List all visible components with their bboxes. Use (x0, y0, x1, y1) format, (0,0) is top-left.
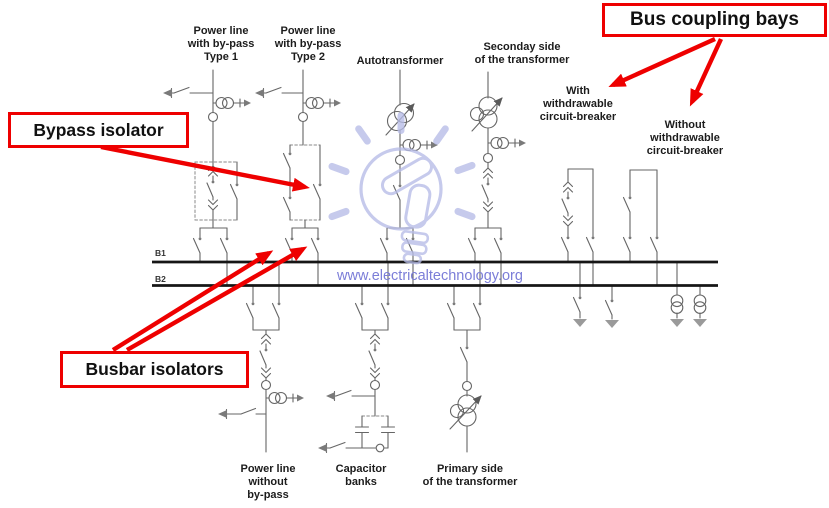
label-powerline-bypass-type2: Power line with by-pass Type 2 (274, 25, 342, 63)
label-busbar-b1: B1 (155, 248, 166, 258)
busbar-isolator-icon (284, 236, 294, 254)
bay-powerline-bypass-type2 (254, 69, 342, 287)
bulb-rays-icon (328, 112, 476, 221)
label-secondary-side: Seconday side of the transformer (474, 41, 570, 66)
circuit-breaker-icon (259, 333, 272, 379)
busbar-isolator-icon (472, 301, 482, 319)
current-transformer-icon (265, 391, 305, 405)
bus-voltage-transformers (669, 261, 708, 328)
busbar-isolator-icon (493, 236, 503, 254)
watermark-url: www.electricaltechnology.org (337, 268, 523, 284)
bay-coupling-with-withdrawable-cb (560, 168, 595, 287)
callout-busbar-isolators: Busbar isolators (60, 351, 249, 388)
label-powerline-bypass-type1: Power line with by-pass Type 1 (187, 25, 255, 63)
circuit-breaker-icon (368, 333, 381, 379)
busbar-isolator-icon (219, 236, 229, 254)
bay-powerline-without-bypass (217, 261, 305, 453)
tap-changer-arrow-icon (471, 97, 503, 132)
earth-icon (669, 318, 685, 328)
current-transformer-icon (212, 96, 252, 110)
watermark-bulb-icon (328, 112, 476, 265)
callout-bus-coupling-bays: Bus coupling bays (602, 3, 827, 37)
busbar-isolator-icon (192, 236, 202, 254)
earthing-switch-icon (572, 295, 582, 313)
voltage-transformer-icon (670, 294, 684, 314)
busbar-isolators-arrow-2 (125, 246, 308, 352)
disconnector-icon (282, 195, 292, 213)
tap-changer-arrow-icon (449, 395, 482, 430)
bay-capacitor-banks (317, 261, 396, 454)
label-busbar-b2: B2 (155, 274, 166, 284)
bay-powerline-bypass-type1 (162, 69, 252, 287)
busbar-isolator-icon (271, 301, 281, 319)
bypass-branch-disconnector-icon (229, 182, 239, 200)
capacitor-icon (354, 426, 370, 434)
current-transformer-icon (487, 136, 527, 150)
busbar-isolator-icon (585, 235, 595, 253)
line-arrow-icon (254, 87, 265, 99)
bypass-isolator-icon (312, 182, 322, 200)
busbar-isolator-icon (245, 301, 255, 319)
callout-bypass-isolator-text: Bypass isolator (33, 119, 164, 140)
label-powerline-without-bypass: Power line without by-pass (240, 463, 296, 501)
line-arrow-icon (325, 390, 336, 402)
bus-coupling-arrow-1 (608, 36, 716, 88)
busbar-isolator-icon (446, 301, 456, 319)
earth-icon (572, 318, 588, 328)
circuit-breaker-icon (206, 165, 219, 211)
earthing-switch-icon (604, 298, 614, 316)
busbar-isolator-icon (310, 236, 320, 254)
bus-coupling-arrow-2 (689, 38, 723, 107)
callout-bus-coupling-bays-text: Bus coupling bays (630, 9, 799, 30)
callout-bypass-isolator: Bypass isolator (8, 112, 189, 148)
bypass-isolator-arrow (100, 144, 310, 192)
line-arrow-icon (217, 408, 228, 420)
line-arrow-icon (162, 87, 173, 99)
disconnector-icon (622, 195, 632, 213)
capacitor-icon (380, 426, 396, 434)
label-primary-side: Primary side of the transformer (422, 463, 518, 488)
callout-arrows (100, 36, 723, 352)
busbar-isolator-icon (379, 236, 389, 254)
busbar-isolators-arrow-1 (111, 250, 274, 352)
busbar-isolator-icon (560, 235, 570, 253)
label-coupling-without: Without withdrawable circuit-breaker (646, 119, 724, 157)
circuit-breaker-icon (561, 181, 574, 227)
earth-icon (692, 318, 708, 328)
current-transformer-icon (302, 96, 342, 110)
bay-secondary-side-transformer (467, 71, 527, 287)
callout-busbar-isolators-text: Busbar isolators (85, 359, 224, 379)
earth-icon (604, 319, 620, 329)
bay-primary-side-transformer (446, 261, 482, 453)
voltage-transformer-icon (693, 294, 707, 314)
disconnector-icon (459, 345, 469, 363)
busbar-isolator-icon (622, 235, 632, 253)
busbar-isolator-icon (467, 236, 477, 254)
circuit-breaker-icon (481, 167, 494, 213)
busbar-isolator-icon (649, 235, 659, 253)
line-arrow-icon (317, 442, 328, 454)
label-coupling-with: With withdrawable circuit-breaker (539, 85, 617, 123)
label-autotransformer: Autotransformer (356, 55, 444, 67)
bay-coupling-without-withdrawable-cb (622, 169, 659, 287)
bus-earthing-switches (572, 261, 620, 329)
disconnector-icon (282, 151, 292, 169)
label-capacitor-banks: Capacitor banks (335, 463, 387, 488)
busbar-isolator-icon (354, 301, 364, 319)
busbar-isolator-icon (380, 301, 390, 319)
